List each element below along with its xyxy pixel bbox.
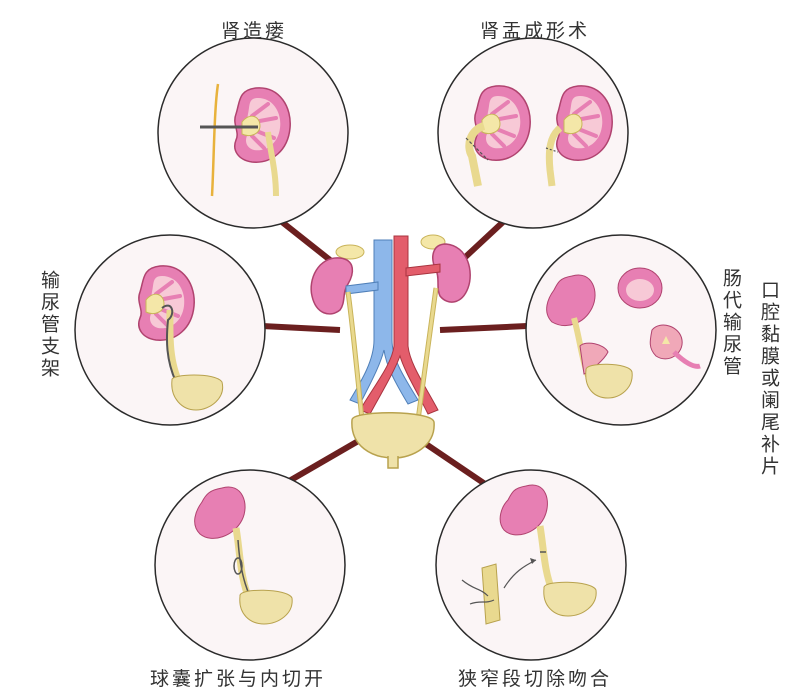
balloon <box>233 557 243 575</box>
bladder-5 <box>239 589 293 625</box>
renal-artery-right <box>405 263 441 277</box>
bladder <box>351 411 435 459</box>
connectors <box>261 219 528 489</box>
procedure-circles <box>74 37 717 661</box>
nephrostomy-illustration <box>200 83 293 197</box>
stricture-resection-illustration <box>461 484 597 625</box>
vena-cava <box>349 239 419 405</box>
resected-segment <box>481 563 501 625</box>
left-adrenal <box>335 244 365 260</box>
label-stricture-resection: 狭窄段切除吻合 <box>458 668 613 690</box>
left-kidney <box>310 257 354 315</box>
left-ureter-fill <box>346 291 364 421</box>
bladder-3 <box>171 374 224 411</box>
connector-bottom-left <box>282 437 362 487</box>
appendix-tail <box>672 350 701 369</box>
bowel-ureter-illustration <box>546 267 701 399</box>
right-ureter-fill <box>416 287 438 421</box>
label-nephrostomy: 肾造瘘 <box>221 20 288 42</box>
label-mucosa-appendix-patch: 口腔黏膜或阑尾补片 <box>758 280 780 478</box>
pelvis-before <box>465 122 486 187</box>
label-balloon-dilation: 球囊扩张与内切开 <box>150 668 327 690</box>
renal-vein-left <box>345 281 379 295</box>
ureter-1 <box>265 131 279 197</box>
ureteral-stent-illustration <box>136 263 224 411</box>
kidney-4 <box>546 274 596 326</box>
mouth-inner <box>626 279 654 301</box>
right-kidney <box>432 243 471 303</box>
skin-line <box>210 83 220 197</box>
center-urinary-tract <box>310 234 471 469</box>
pelvis-after <box>545 125 563 187</box>
pyeloplasty-illustration <box>465 83 615 187</box>
connector-top-left <box>280 219 332 263</box>
suture-thread <box>461 579 495 605</box>
connector-bottom-right <box>418 437 490 489</box>
bladder-4 <box>585 363 633 399</box>
kidney-5 <box>194 486 246 539</box>
connector-left <box>261 323 341 333</box>
connector-right <box>439 323 528 333</box>
bladder-6 <box>543 581 597 617</box>
label-ureteral-stent: 输尿管支架 <box>38 270 60 380</box>
kidney-6 <box>499 484 548 536</box>
urethra <box>387 456 399 469</box>
label-bowel-ureter: 肠代输尿管 <box>720 268 742 378</box>
circle-balloon-dilation <box>154 469 346 661</box>
connector-top-right <box>457 219 506 265</box>
circle-bowel-ureter <box>525 234 717 426</box>
cut-line-1 <box>465 137 489 161</box>
balloon-dilation-illustration <box>194 486 293 625</box>
label-pyeloplasty: 肾盂成形术 <box>480 20 591 42</box>
graft-star <box>662 336 670 344</box>
arrow-head <box>530 558 536 564</box>
